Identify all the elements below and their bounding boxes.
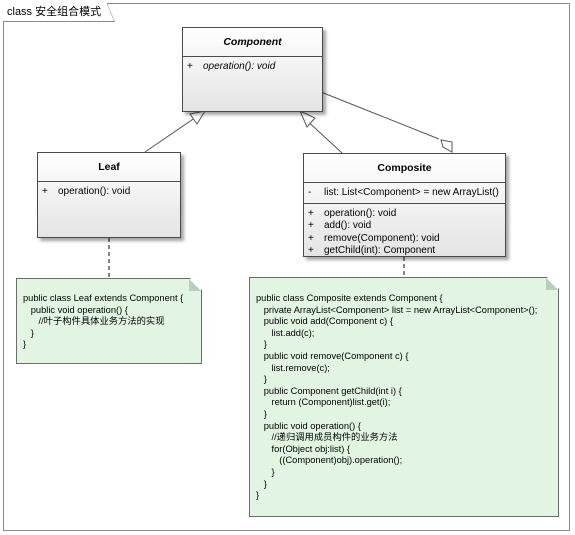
code-line: } <box>23 339 27 350</box>
aggregation-line <box>320 91 440 140</box>
class-name: Component <box>183 28 322 57</box>
code-line: public Component getChild(int i) { <box>256 385 402 396</box>
leaf-code-note[interactable]: public class Leaf extends Component { pu… <box>16 278 202 364</box>
operation-signature: getChild(int): Component <box>324 245 436 256</box>
attributes-compartment: - list: List<Component> = new ArrayList(… <box>304 183 505 204</box>
diagram-title: class 安全组合模式 <box>3 3 116 22</box>
operation-signature: operation(): void <box>58 186 131 197</box>
operation-signature: operation(): void <box>203 61 276 72</box>
leaf-class[interactable]: Leaf + operation(): void <box>37 152 181 238</box>
code-line: list.remove(c); <box>256 362 330 373</box>
code-line: return (Component)list.get(i); <box>256 397 391 408</box>
code-line: //递归调用成员构件的业务方法 <box>256 432 398 443</box>
component-class[interactable]: Component + operation(): void <box>182 27 323 112</box>
composite-code-note[interactable]: public class Composite extends Component… <box>249 277 559 517</box>
diagram-frame <box>3 3 570 531</box>
leaf-generalization-arrowhead <box>189 110 207 125</box>
composite-class[interactable]: Composite - list: List<Component> = new … <box>303 153 506 257</box>
attribute-signature: list: List<Component> = new ArrayList() <box>324 187 499 198</box>
visibility-marker: + <box>308 207 314 219</box>
operation-row: + add(): void <box>308 220 501 233</box>
operations-compartment: + operation(): void + add(): void + remo… <box>304 204 505 261</box>
code-line: } <box>256 374 267 385</box>
code-line: } <box>256 466 275 477</box>
code-line: public void add(Component c) { <box>256 316 393 327</box>
code-line: //叶子构件具体业务方法的实现 <box>23 316 165 327</box>
operations-compartment: + operation(): void <box>183 57 322 77</box>
operation-signature: remove(Component): void <box>324 232 440 244</box>
operation-row: + getChild(int): Component <box>308 245 501 258</box>
operations-compartment: + operation(): void <box>38 182 180 202</box>
visibility-marker: + <box>42 186 48 197</box>
class-name: Composite <box>304 154 505 183</box>
visibility-marker: - <box>308 187 312 198</box>
code-line: } <box>256 490 260 501</box>
visibility-marker: + <box>308 245 314 256</box>
code-line: ((Component)obj).operation(); <box>256 455 403 466</box>
leaf-generalization-line <box>144 112 203 153</box>
code-line: } <box>256 478 267 489</box>
visibility-marker: + <box>308 232 314 244</box>
operation-row: + operation(): void <box>308 208 501 221</box>
code-line: list.add(c); <box>256 327 315 338</box>
code-line: public void operation() { <box>23 304 128 315</box>
code-line: } <box>256 339 267 350</box>
code-line: public void remove(Component c) { <box>256 350 409 361</box>
visibility-marker: + <box>308 220 314 231</box>
code-line: public class Composite extends Component… <box>256 293 443 303</box>
code-line: public class Leaf extends Component { <box>23 293 184 303</box>
operation-row: + remove(Component): void <box>308 233 501 246</box>
code-line: } <box>23 327 34 338</box>
code-line: public void operation() { <box>256 420 361 431</box>
code-line: } <box>256 408 267 419</box>
operation-row: + operation(): void <box>42 186 176 199</box>
visibility-marker: + <box>187 61 193 72</box>
composite-generalization-arrowhead <box>299 109 316 128</box>
attribute-row: - list: List<Component> = new ArrayList(… <box>308 187 501 200</box>
code-line: private ArrayList<Component> list = new … <box>256 304 538 315</box>
operation-signature: add(): void <box>324 220 372 231</box>
code-line: for(Object obj:list) { <box>256 443 351 454</box>
aggregation-diamond <box>440 139 453 153</box>
operation-signature: operation(): void <box>324 207 397 219</box>
operation-row: + operation(): void <box>187 61 318 74</box>
class-name: Leaf <box>38 153 180 182</box>
